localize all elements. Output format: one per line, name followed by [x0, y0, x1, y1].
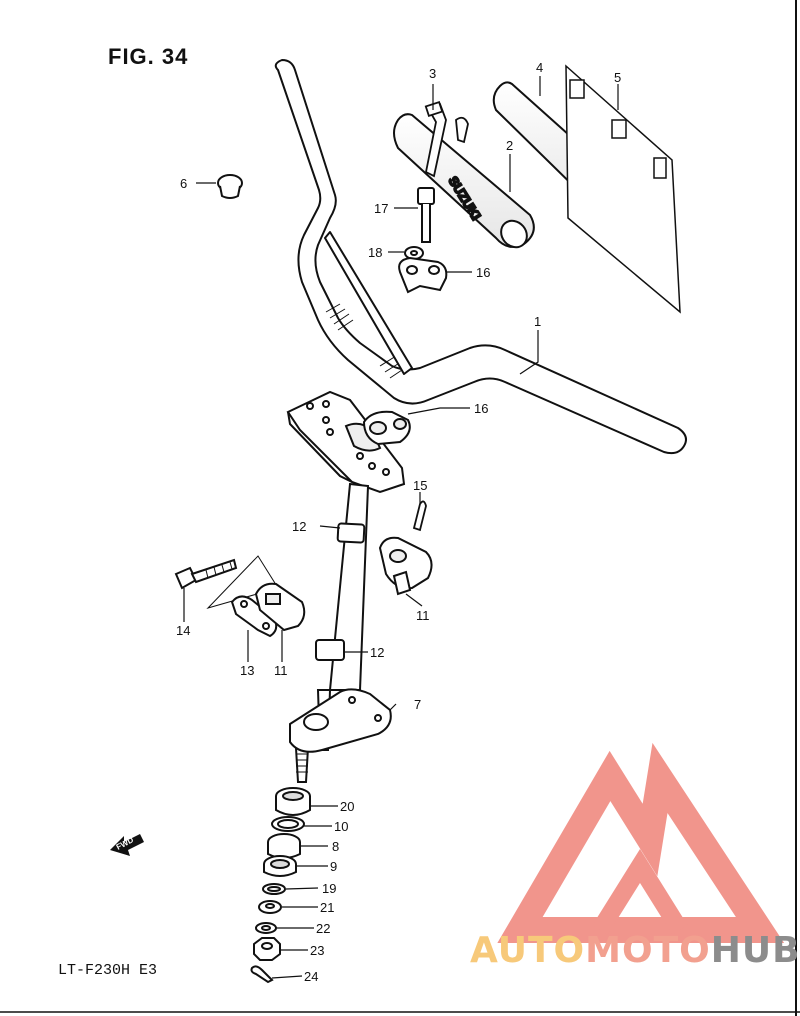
callout-2: 2: [506, 138, 513, 153]
clamp-bolt: [417, 187, 435, 243]
watermark-auto: AUTO: [470, 930, 586, 971]
nut-23: [253, 937, 281, 961]
callout-21: 21: [320, 900, 334, 915]
bearing-8: [267, 833, 301, 859]
forward-arrow: FWD: [110, 834, 144, 856]
callout-5: 5: [614, 70, 621, 85]
washer-22: [255, 922, 277, 934]
handlebar: [274, 59, 687, 455]
watermark-hub: HUB: [710, 930, 800, 971]
callout-20: 20: [340, 799, 354, 814]
callout-4: 4: [536, 60, 543, 75]
race-9: [263, 855, 297, 877]
shaft-clamp-left: [254, 582, 306, 632]
callout-11-right: 11: [416, 608, 430, 623]
callout-14: 14: [176, 623, 190, 638]
upper-clamp-top: [398, 256, 448, 294]
callout-16-lower: 16: [474, 401, 488, 416]
callout-10: 10: [334, 819, 348, 834]
callout-7: 7: [414, 697, 421, 712]
callout-12-lower: 12: [370, 645, 384, 660]
watermark-moto: MOTO: [585, 930, 711, 971]
bearing-stack: [250, 787, 311, 984]
washer-18: [404, 246, 424, 260]
washer-19: [262, 883, 286, 895]
callout-18: 18: [368, 245, 382, 260]
washer-21: [258, 900, 282, 914]
callout-11-left: 11: [274, 663, 288, 678]
figure-title: FIG. 34: [108, 44, 189, 69]
callout-8: 8: [332, 839, 339, 854]
handlebar-holder-plate: [286, 390, 411, 494]
cotter-pin-15: [412, 500, 427, 532]
long-bolt: [174, 558, 238, 590]
seal-10: [271, 816, 305, 832]
cotter-pin-24: [250, 965, 274, 984]
callout-6: 6: [180, 176, 187, 191]
end-plug: [217, 174, 243, 199]
leader-lines: [183, 76, 619, 979]
bearing-20: [275, 787, 311, 816]
callout-19: 19: [322, 881, 336, 896]
callout-13: 13: [240, 663, 254, 678]
callout-15: 15: [413, 478, 427, 493]
pad-strap: [424, 100, 469, 178]
callout-3: 3: [429, 66, 436, 81]
callout-16-upper: 16: [476, 265, 490, 280]
model-code: LT-F230H E3: [58, 962, 158, 979]
watermark-logo-icon: [497, 742, 785, 943]
callout-9: 9: [330, 859, 337, 874]
watermark-text: AUTOMOTOHUB: [470, 930, 800, 971]
callout-17: 17: [374, 201, 388, 216]
callout-numbers: 1 2 3 4 5 6 7 8 9 10 11 11 12 12 13 14 1…: [176, 60, 621, 984]
callout-23: 23: [310, 943, 324, 958]
lower-bracket: [289, 688, 392, 753]
callout-24: 24: [304, 969, 318, 984]
decal-sheet: [565, 64, 681, 314]
callout-22: 22: [316, 921, 330, 936]
callout-1: 1: [534, 314, 541, 329]
shaft-clamp-right: [378, 536, 433, 596]
callout-12-upper: 12: [292, 519, 306, 534]
